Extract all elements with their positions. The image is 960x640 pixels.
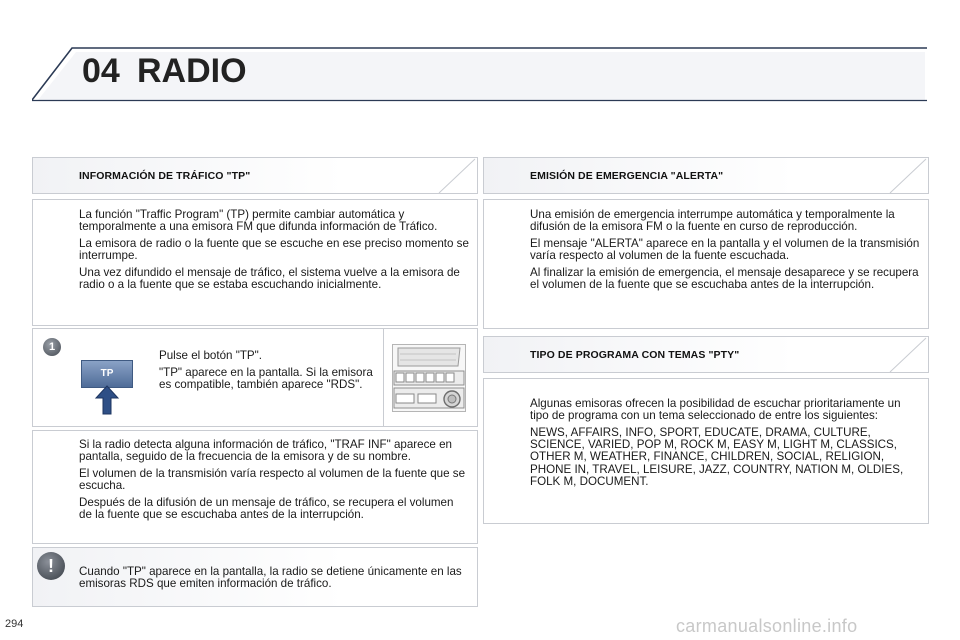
- traffic-details-box: [32, 430, 478, 544]
- pty-text-box: [483, 378, 929, 524]
- paragraph: El volumen de la transmisión varía respe…: [79, 467, 466, 493]
- step-number-badge: 1: [43, 338, 61, 356]
- emergency-text-box: [483, 199, 929, 329]
- paragraph: "TP" aparece en la pantalla. Si la emiso…: [159, 365, 373, 391]
- heading-corner-decoration: [889, 158, 927, 194]
- heading-corner-decoration: [438, 158, 476, 194]
- radio-panel-illustration: [392, 344, 466, 412]
- traffic-heading: INFORMACIÓN DE TRÁFICO "TP": [79, 170, 251, 182]
- paragraph: El mensaje "ALERTA" aparece en la pantal…: [530, 237, 920, 263]
- paragraph: Si la radio detecta alguna información d…: [79, 438, 452, 464]
- paragraph: Después de la difusión de un mensaje de …: [79, 496, 454, 522]
- arrow-up-icon: [94, 385, 120, 415]
- watermark: carmanualsonline.info: [676, 616, 858, 636]
- emergency-text: Una emisión de emergencia interrumpe aut…: [530, 208, 920, 296]
- paragraph: NEWS, AFFAIRS, INFO, SPORT, EDUCATE, DRA…: [530, 426, 904, 488]
- traffic-note-text: Cuando "TP" aparece en la pantalla, la r…: [79, 565, 471, 595]
- traffic-step-text: Pulse el botón "TP". "TP" aparece en la …: [159, 349, 374, 396]
- paragraph: Algunas emisoras ofrecen la posibilidad …: [530, 397, 901, 423]
- paragraph: La función "Traffic Program" (TP) permit…: [79, 208, 438, 234]
- paragraph: Una vez difundido el mensaje de tráfico,…: [79, 266, 460, 292]
- paragraph: Pulse el botón "TP".: [159, 349, 262, 362]
- paragraph: Al finalizar la emisión de emergencia, e…: [530, 266, 919, 292]
- page-number: 294: [5, 618, 24, 630]
- emergency-heading-box: [483, 157, 929, 194]
- traffic-heading-box: [32, 157, 478, 194]
- traffic-intro-box: [32, 199, 478, 326]
- step-divider: [383, 328, 384, 427]
- paragraph: La emisora de radio o la fuente que se e…: [79, 237, 469, 263]
- heading-corner-decoration: [889, 337, 927, 373]
- chapter-number: 04: [82, 52, 120, 90]
- pty-text: Algunas emisoras ofrecen la posibilidad …: [530, 397, 920, 493]
- chapter-header-frame: [32, 47, 927, 102]
- traffic-intro-text: La función "Traffic Program" (TP) permit…: [79, 208, 469, 296]
- pty-heading: TIPO DE PROGRAMA CON TEMAS "PTY": [530, 349, 740, 361]
- paragraph: Una emisión de emergencia interrumpe aut…: [530, 208, 895, 234]
- traffic-details-text: Si la radio detecta alguna información d…: [79, 438, 469, 526]
- warning-icon: !: [37, 552, 65, 580]
- emergency-heading: EMISIÓN DE EMERGENCIA "ALERTA": [530, 170, 724, 182]
- tp-button-illustration: TP: [81, 360, 133, 388]
- paragraph: Cuando "TP" aparece en la pantalla, la r…: [79, 565, 462, 591]
- traffic-note-box: [32, 547, 478, 607]
- chapter-title: RADIO: [137, 52, 247, 90]
- pty-heading-box: [483, 336, 929, 373]
